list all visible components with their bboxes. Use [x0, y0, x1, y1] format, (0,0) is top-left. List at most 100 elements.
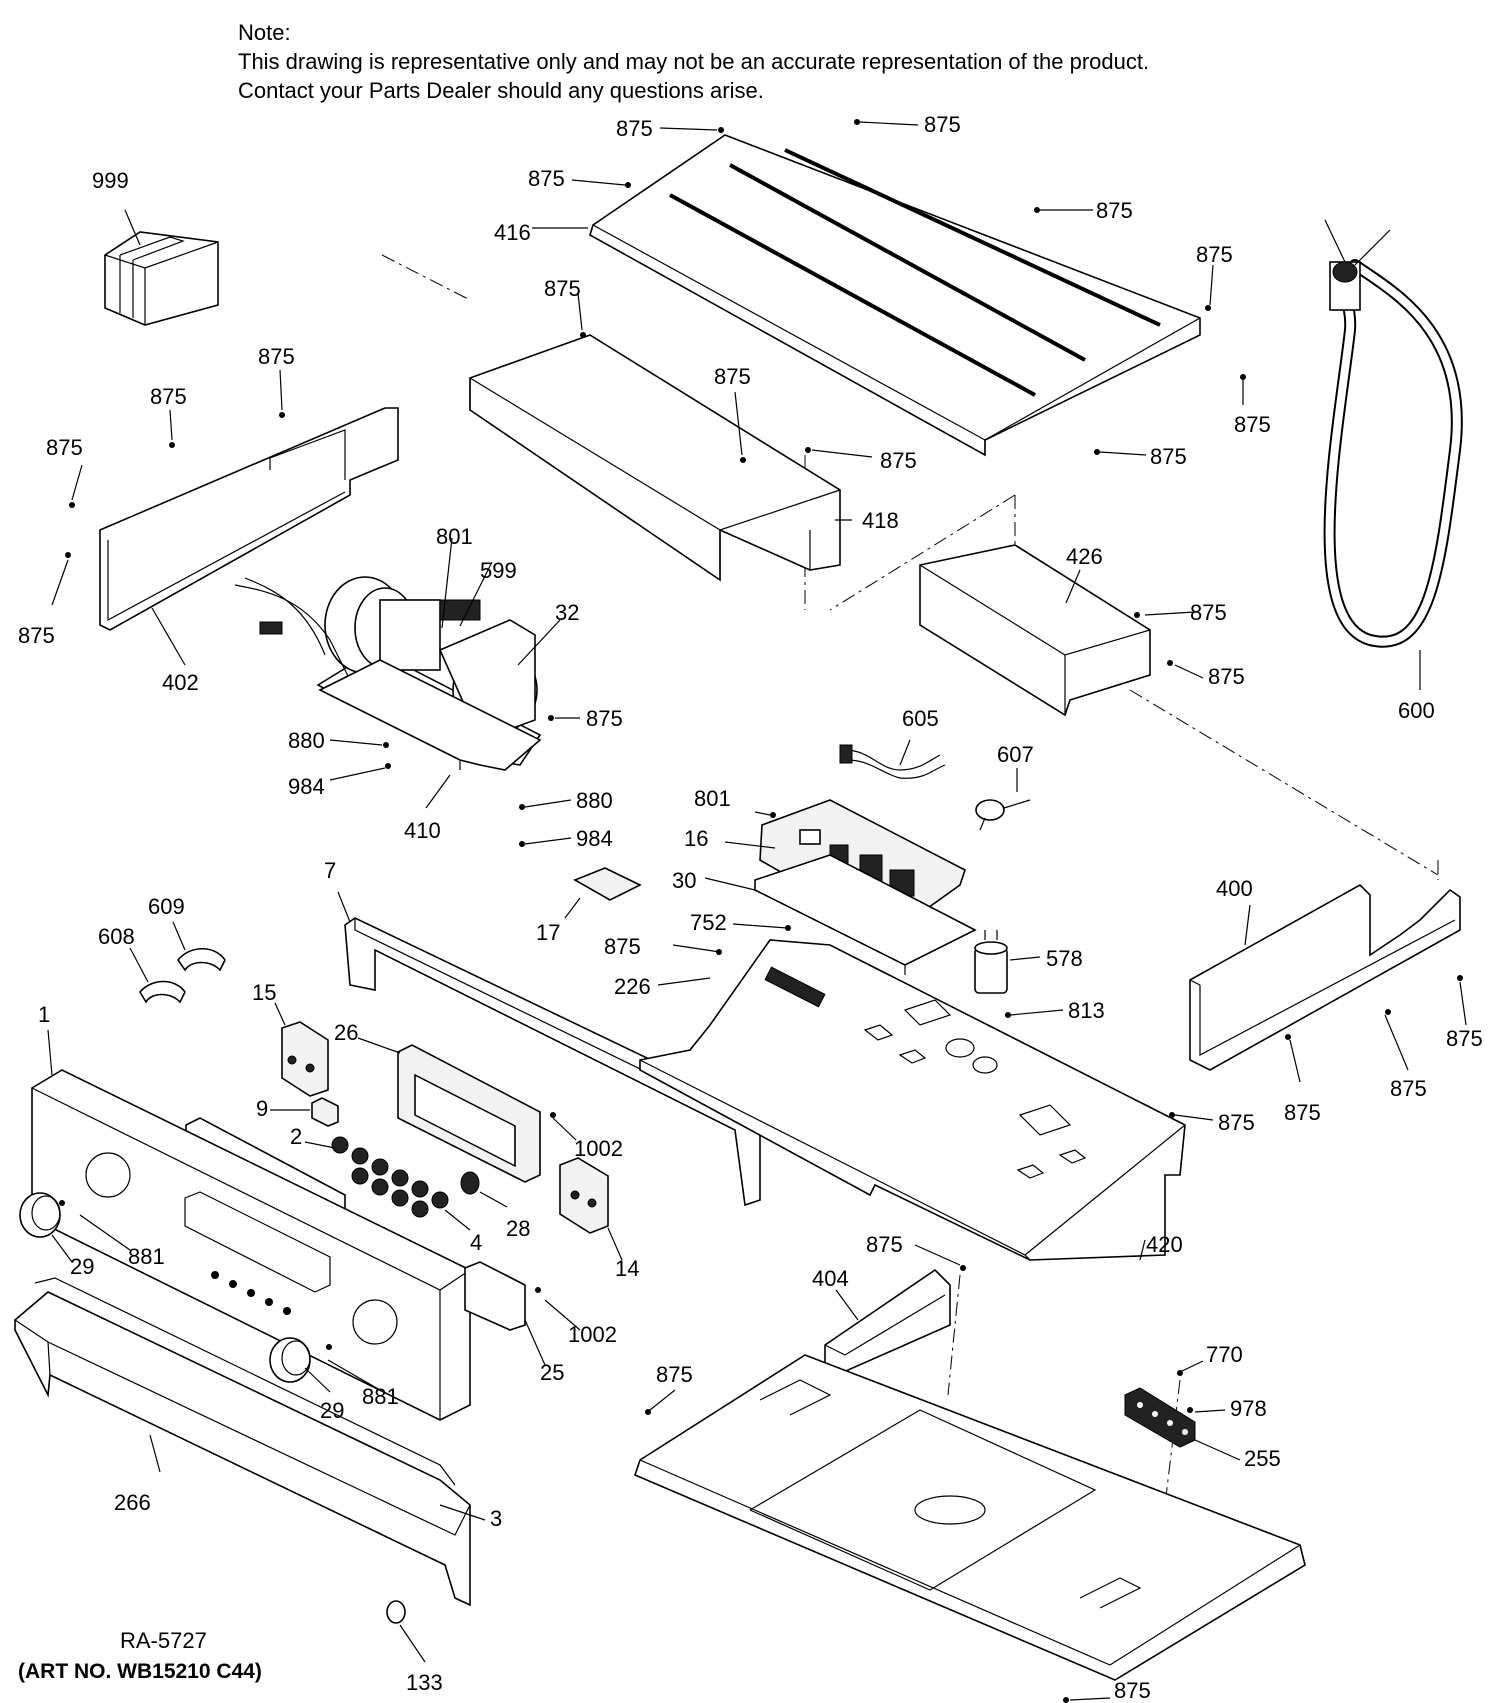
sensor-607 — [975, 799, 1031, 831]
callout-875-top3: 875 — [528, 166, 565, 191]
base-plate — [634, 1354, 1306, 1681]
ra-code: RA-5727 — [120, 1628, 207, 1653]
callout-801-a: 801 — [436, 524, 473, 549]
callout-17: 17 — [536, 920, 560, 945]
callout-9: 9 — [256, 1096, 268, 1121]
callout-608: 608 — [98, 924, 135, 949]
leader-lines — [47, 121, 1467, 1701]
callout-875-top8: 875 — [880, 448, 917, 473]
clip-609 — [177, 947, 226, 972]
callout-813: 813 — [1068, 998, 1105, 1023]
callout-875-bottom: 875 — [1114, 1678, 1151, 1703]
callout-426: 426 — [1066, 544, 1103, 569]
callout-2: 2 — [290, 1124, 302, 1149]
callout-875-mid1: 875 — [544, 276, 581, 301]
callout-999: 999 — [92, 168, 129, 193]
callout-875-left2: 875 — [150, 384, 187, 409]
callout-1002-b: 1002 — [568, 1322, 617, 1347]
callout-1: 1 — [38, 1002, 50, 1027]
callout-880-b: 880 — [576, 788, 613, 813]
callout-875-left3: 875 — [258, 344, 295, 369]
knob-29-left — [19, 1192, 61, 1238]
board-14 — [559, 1157, 609, 1234]
callout-28: 28 — [506, 1216, 530, 1241]
capacitor-578 — [974, 930, 1008, 994]
vent-trim-266 — [14, 1277, 471, 1607]
art-number: (ART NO. WB15210 C44) — [18, 1660, 262, 1683]
disclaimer-note: Note: This drawing is representative onl… — [238, 18, 1149, 105]
callout-875-left4: 875 — [18, 623, 55, 648]
callout-404: 404 — [812, 1266, 849, 1291]
callout-875-426a: 875 — [1190, 600, 1227, 625]
callout-410: 410 — [404, 818, 441, 843]
callout-578: 578 — [1046, 946, 1083, 971]
callout-875-404: 875 — [866, 1232, 903, 1257]
callout-26: 26 — [334, 1020, 358, 1045]
callout-875-226: 875 — [604, 934, 641, 959]
callout-875-top5: 875 — [1196, 242, 1233, 267]
side-panel-402 — [99, 407, 399, 631]
fastener-screws — [59, 119, 1463, 1703]
callout-984-b: 984 — [576, 826, 613, 851]
button-133 — [386, 1600, 406, 1624]
callout-881-b: 881 — [362, 1384, 399, 1409]
callout-609: 609 — [148, 894, 185, 919]
callout-16: 16 — [684, 826, 708, 851]
callout-32: 32 — [555, 600, 579, 625]
callout-875-top7: 875 — [1150, 444, 1187, 469]
main-shelf-420 — [639, 939, 1186, 1261]
clip-608 — [139, 980, 186, 1004]
callout-226: 226 — [614, 974, 651, 999]
note-line-2: Contact your Parts Dealer should any que… — [238, 78, 764, 103]
callout-418: 418 — [862, 508, 899, 533]
bracket-426 — [919, 544, 1151, 717]
knob-29-right — [269, 1337, 311, 1383]
callout-875-base: 875 — [656, 1362, 693, 1387]
callout-801-b: 801 — [694, 786, 731, 811]
callout-133: 133 — [406, 1670, 443, 1695]
callout-875-400b: 875 — [1390, 1076, 1427, 1101]
literature-box-999 — [104, 231, 219, 326]
callout-1002-a: 1002 — [574, 1136, 623, 1161]
callout-7: 7 — [324, 858, 336, 883]
callout-875-420: 875 — [1218, 1110, 1255, 1135]
blower-plate-410 — [318, 659, 542, 771]
trim-7 — [344, 917, 761, 1207]
callout-978: 978 — [1230, 1396, 1267, 1421]
side-panel-400 — [1189, 884, 1461, 1071]
callout-400: 400 — [1216, 876, 1253, 901]
callout-255: 255 — [1244, 1446, 1281, 1471]
callout-30: 30 — [672, 868, 696, 893]
bracket-25 — [464, 1261, 526, 1331]
callout-607: 607 — [997, 742, 1034, 767]
knob-28 — [460, 1171, 480, 1195]
board-17 — [573, 867, 642, 901]
callout-4: 4 — [470, 1230, 482, 1255]
shroud-418 — [469, 334, 841, 582]
callout-875-400a: 875 — [1446, 1026, 1483, 1051]
callout-875-400c: 875 — [1284, 1100, 1321, 1125]
top-cover-416 — [589, 134, 1201, 457]
board-tray-30 — [754, 854, 977, 975]
terminal-block-255 — [1124, 1387, 1196, 1448]
board-26 — [397, 1044, 541, 1183]
callout-25: 25 — [540, 1360, 564, 1385]
callout-875-top6: 875 — [1234, 412, 1271, 437]
callout-770: 770 — [1206, 1342, 1243, 1367]
callout-3: 3 — [490, 1506, 502, 1531]
callout-labels: 999 875 875 875 416 875 875 875 875 875 … — [18, 112, 1483, 1703]
callout-875-426b: 875 — [1208, 664, 1245, 689]
callout-29-b: 29 — [320, 1398, 344, 1423]
callout-600: 600 — [1398, 698, 1435, 723]
callout-29-a: 29 — [70, 1254, 94, 1279]
callout-266: 266 — [114, 1490, 151, 1515]
callout-875-top4: 875 — [1096, 198, 1133, 223]
callout-416: 416 — [494, 220, 531, 245]
callout-875-left1: 875 — [46, 435, 83, 460]
control-panel-1 — [31, 1069, 471, 1421]
callout-402: 402 — [162, 670, 199, 695]
callout-752: 752 — [690, 910, 727, 935]
board-15 — [281, 1021, 329, 1097]
note-heading: Note: — [238, 20, 291, 45]
callout-875-top2: 875 — [924, 112, 961, 137]
